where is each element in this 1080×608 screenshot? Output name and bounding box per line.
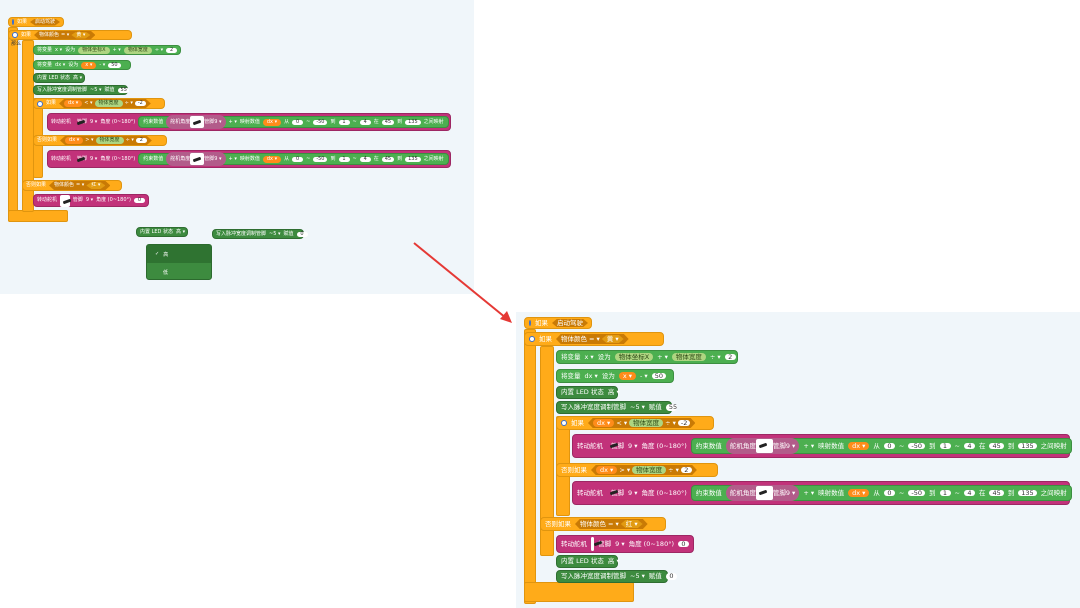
floating-led-block[interactable]: 内置 LED 状态高 ▾ [136,227,188,237]
else-if-color-red[interactable]: 否则如果 物体颜色= ▾红 ▾ [540,517,666,531]
if-dx-lt[interactable]: 如果 dx ▾< ▾物体宽度÷ ▾-2 [33,98,165,109]
led-state-block[interactable]: 内置 LED 状态高 ▾ [556,386,620,399]
servo-icon [190,116,205,128]
led-state-block-added[interactable]: 内置 LED 状态高 ▾ [556,555,620,568]
else-if-dx-gt[interactable]: 否则如果 dx ▾> ▾物体宽度÷ ▾2 [556,463,718,477]
dropdown-option-high[interactable]: ✓ 高 [147,245,211,263]
else-if-dx-gt[interactable]: 否则如果 dx ▾> ▾物体宽度÷ ▾2 [33,135,167,146]
if-dx-lt[interactable]: 如果 dx ▾< ▾物体宽度÷ ▾-2 [556,416,714,430]
servo-icon [755,486,773,500]
led-state-block[interactable]: 内置 LED 状态高 ▾ [33,73,85,83]
dropdown-option-low[interactable]: 低 [163,269,169,276]
if-block-foot [8,210,68,222]
check-icon: ✓ [155,251,160,257]
then-arm [540,346,554,556]
servo-icon [591,537,595,551]
if-block-foot [524,582,634,602]
servo-icon [190,153,205,165]
then-label: 那么 [11,40,22,47]
gear-icon [12,32,18,38]
gear-icon [561,420,567,426]
gear-icon [12,19,14,25]
hat-block[interactable]: 如果 启动驾驶 [8,17,64,27]
gear-icon [529,320,531,326]
else-if-color-red[interactable]: 否则如果 物体颜色= ▾红 ▾ [22,180,122,191]
servo-icon [755,439,773,453]
led-dropdown-menu[interactable]: ✓ 高 低 [146,244,212,280]
if-block-arm [524,329,536,604]
servo-icon [60,194,70,207]
gear-icon [37,100,43,107]
gear-icon [529,336,535,342]
if-color-yellow[interactable]: 如果 物体颜色= ▾黄 ▾ [524,332,664,346]
hat-block[interactable]: 如果 启动驾驶 [524,317,592,329]
if-color-yellow[interactable]: 如果 物体颜色= ▾黄 ▾ [8,30,132,40]
